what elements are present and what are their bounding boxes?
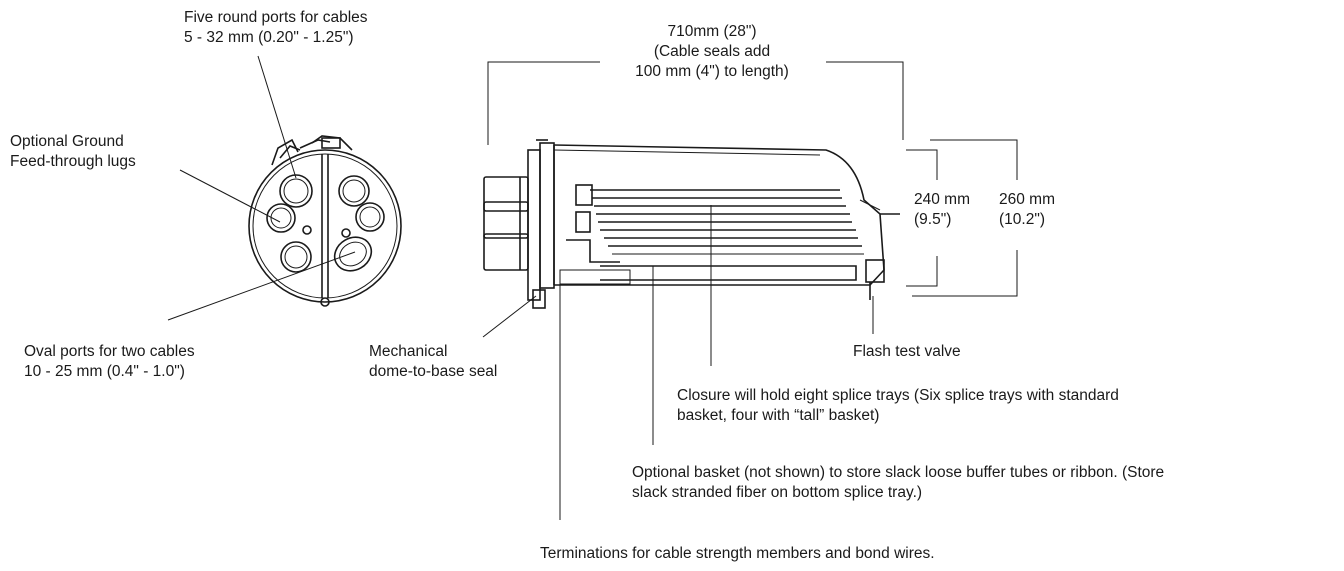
round-port bbox=[355, 202, 385, 232]
length-dimension-line2: (Cable seals add bbox=[653, 43, 771, 60]
round-port bbox=[266, 203, 296, 233]
mechanical-seal-line2: dome-to-base seal bbox=[369, 363, 498, 380]
dimension-lines bbox=[487, 61, 1018, 297]
terminations-label: Terminations for cable strength members … bbox=[540, 544, 935, 564]
height-240-line2: (9.5") bbox=[914, 211, 952, 228]
end-view bbox=[248, 135, 402, 307]
height-240-line1: 240 mm bbox=[914, 191, 970, 208]
splice-trays-line1: Closure will hold eight splice trays (Si… bbox=[677, 387, 1119, 404]
length-dimension-line3: 100 mm (4") to length) bbox=[635, 63, 789, 80]
height-240-label: 240 mm (9.5") bbox=[914, 190, 970, 230]
flash-valve-label: Flash test valve bbox=[853, 342, 961, 362]
mechanical-seal-line1: Mechanical bbox=[369, 343, 448, 360]
height-260-line2: (10.2") bbox=[999, 211, 1045, 228]
round-ports-label-line1: Five round ports for cables bbox=[184, 9, 368, 26]
round-port bbox=[338, 175, 370, 207]
end-view-outer-ring bbox=[248, 149, 402, 303]
oval-ports-label-line1: Oval ports for two cables bbox=[24, 343, 195, 360]
oval-ports-label: Oval ports for two cables 10 - 25 mm (0.… bbox=[24, 342, 195, 382]
round-ports-label: Five round ports for cables 5 - 32 mm (0… bbox=[184, 8, 368, 48]
basket-line2: slack stranded fiber on bottom splice tr… bbox=[632, 484, 923, 501]
round-ports-label-line2: 5 - 32 mm (0.20" - 1.25") bbox=[184, 29, 354, 46]
basket-line1: Optional basket (not shown) to store sla… bbox=[632, 464, 1165, 481]
length-dimension-line1: 710mm (28") bbox=[667, 23, 757, 40]
terminations-line1: Terminations for cable strength members … bbox=[540, 545, 935, 562]
length-dimension-label: 710mm (28") (Cable seals add 100 mm (4")… bbox=[572, 22, 852, 82]
side-view bbox=[483, 139, 900, 309]
splice-trays-label: Closure will hold eight splice trays (Si… bbox=[677, 386, 1119, 426]
oval-ports-label-line2: 10 - 25 mm (0.4" - 1.0") bbox=[24, 363, 185, 380]
splice-trays-line2: basket, four with “tall” basket) bbox=[677, 407, 880, 424]
height-260-line1: 260 mm bbox=[999, 191, 1055, 208]
basket-label: Optional basket (not shown) to store sla… bbox=[632, 463, 1164, 503]
round-port bbox=[279, 174, 313, 208]
ground-lugs-label: Optional Ground Feed-through lugs bbox=[10, 132, 136, 172]
leader-lines bbox=[167, 55, 874, 520]
round-port bbox=[280, 241, 312, 273]
ground-lugs-label-line1: Optional Ground bbox=[10, 133, 124, 150]
height-260-label: 260 mm (10.2") bbox=[999, 190, 1055, 230]
flash-valve-line1: Flash test valve bbox=[853, 343, 961, 360]
oval-port bbox=[333, 236, 373, 272]
mechanical-seal-label: Mechanical dome-to-base seal bbox=[369, 342, 497, 382]
ground-lugs-label-line2: Feed-through lugs bbox=[10, 153, 136, 170]
